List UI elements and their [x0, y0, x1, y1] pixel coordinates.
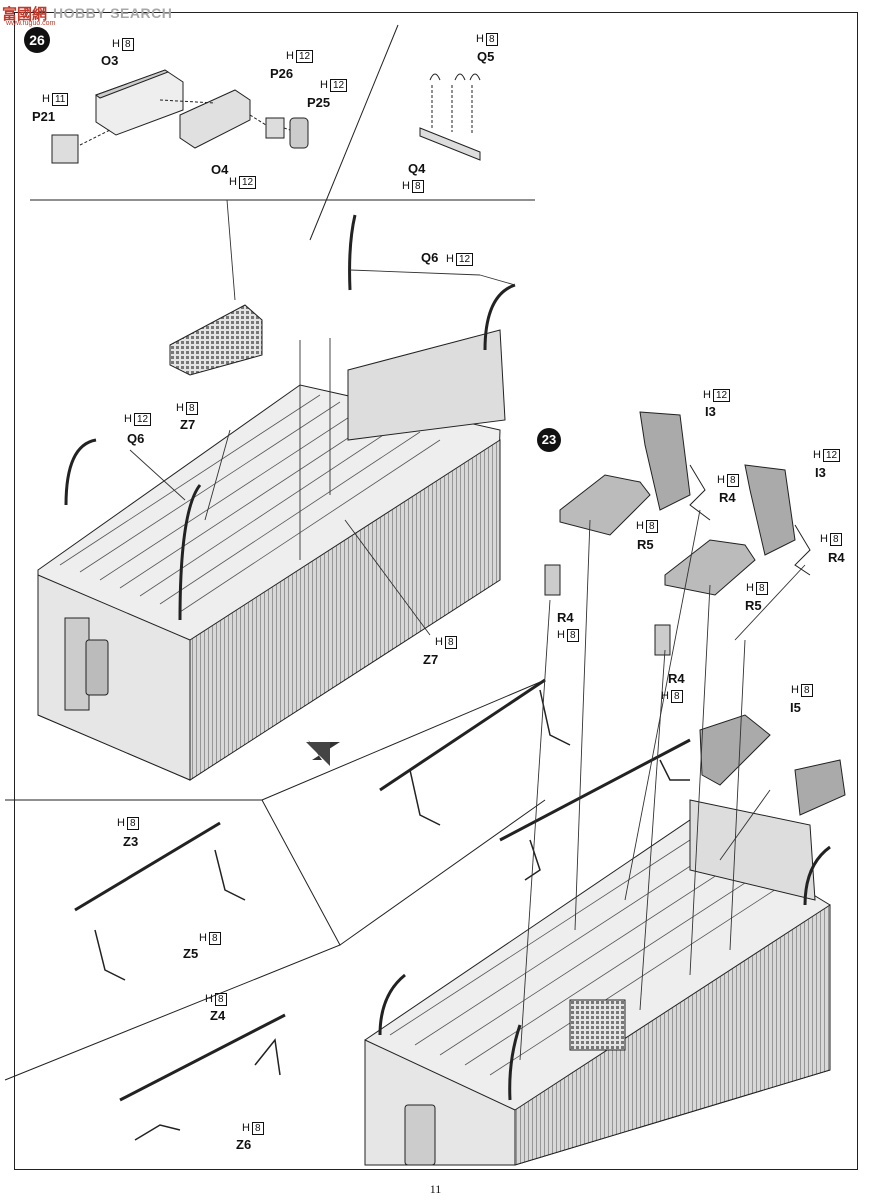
part-label: Q6	[127, 431, 145, 446]
part-label: I5	[790, 700, 801, 715]
page-number: 11	[429, 1182, 442, 1196]
part-label: Q6	[421, 250, 439, 265]
leader-lines-left	[129, 199, 516, 636]
part-label: Z7	[423, 652, 439, 667]
inset-o3-o4	[30, 24, 399, 241]
part-label: R5	[637, 537, 654, 552]
diagram-frame	[14, 12, 858, 1170]
part-label: P26	[270, 66, 294, 81]
part-label: O3	[101, 53, 119, 68]
part-label: Z5	[183, 946, 199, 961]
part-label: Q5	[477, 49, 495, 64]
part-label: O4	[211, 162, 229, 177]
arrow-shape	[306, 742, 330, 766]
direction-arrow	[308, 740, 340, 760]
inset-z3-z6	[4, 679, 546, 1141]
part-label: I3	[705, 404, 716, 419]
part-label: P25	[307, 95, 331, 110]
container-body-right	[364, 799, 831, 1166]
watermark-url: www.fuguo.com	[6, 20, 56, 27]
seat-parts	[544, 411, 846, 816]
part-label: Z4	[210, 1008, 226, 1023]
part-label: R4	[828, 550, 845, 565]
part-label: I3	[815, 465, 826, 480]
frames-right	[379, 678, 691, 881]
part-label: Z7	[180, 417, 196, 432]
part-label: Q4	[408, 161, 426, 176]
container-body-left	[37, 214, 516, 781]
reference-step-badge: 23	[537, 428, 561, 452]
leader-lines-right	[519, 509, 806, 1061]
part-label: R4	[557, 610, 574, 625]
part-label: Z6	[236, 1137, 252, 1152]
part-label: R4	[668, 671, 685, 686]
part-label: R4	[719, 490, 736, 505]
watermark-brand: HOBBY SEARCH	[53, 5, 173, 21]
inset-q4-q5	[340, 73, 535, 201]
watermark-chinese: 富國網	[2, 4, 48, 23]
part-label: R5	[745, 598, 762, 613]
watermark: 富國網 HOBBY SEARCH	[2, 2, 172, 24]
part-label: Z3	[123, 834, 139, 849]
part-label: P21	[32, 109, 56, 124]
step-number-badge: 26	[24, 27, 50, 53]
